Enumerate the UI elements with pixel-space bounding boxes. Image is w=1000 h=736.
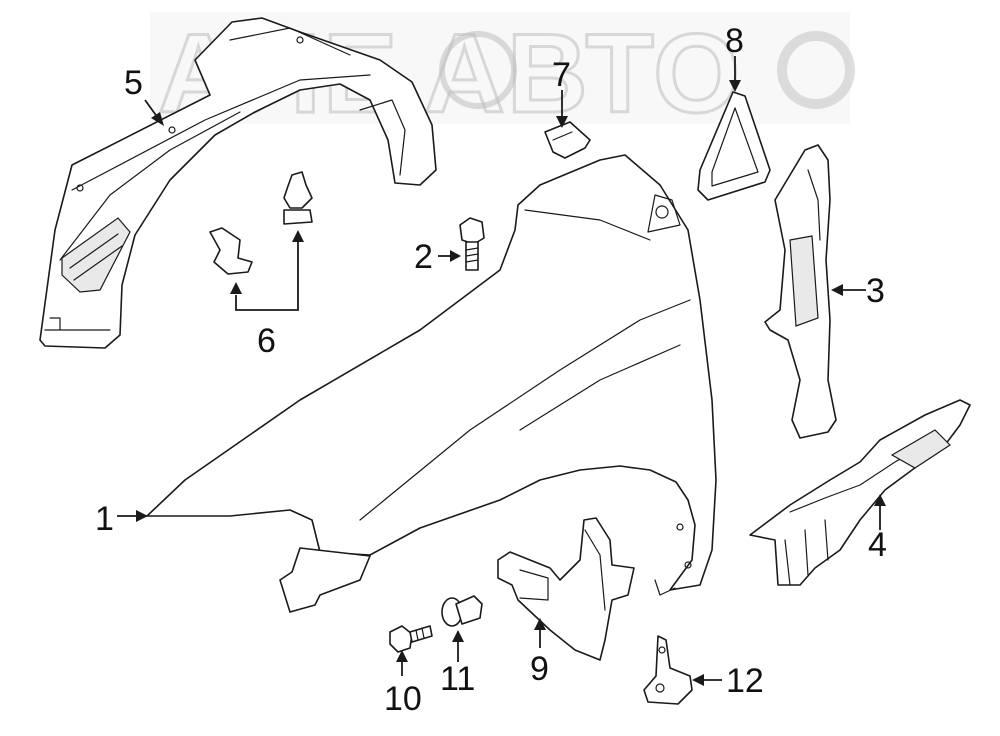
part-3-bracket bbox=[764, 144, 837, 439]
part-9-mudguard bbox=[497, 517, 635, 661]
part-11-clip bbox=[441, 595, 483, 627]
callout-2: 2 bbox=[414, 238, 433, 276]
leader-lines bbox=[117, 56, 886, 686]
callout-7: 7 bbox=[552, 56, 571, 94]
callout-4: 4 bbox=[868, 526, 887, 564]
callout-3: 3 bbox=[866, 272, 885, 310]
callout-11: 11 bbox=[440, 660, 475, 698]
callout-6: 6 bbox=[257, 322, 276, 360]
part-12-bracket bbox=[643, 635, 693, 705]
part-6-clips bbox=[209, 171, 313, 275]
callout-8: 8 bbox=[725, 22, 744, 60]
callout-5: 5 bbox=[124, 64, 143, 102]
part-1-front-fender bbox=[146, 154, 717, 613]
callout-9: 9 bbox=[530, 650, 549, 688]
callout-10: 10 bbox=[384, 680, 422, 718]
callout-labels: 1 2 3 4 5 6 7 8 9 10 11 12 bbox=[95, 22, 887, 718]
part-7-plug bbox=[544, 121, 591, 159]
part-8-trim bbox=[697, 91, 771, 201]
callout-12: 12 bbox=[726, 662, 764, 700]
callout-1: 1 bbox=[95, 500, 114, 538]
part-2-bolt bbox=[459, 217, 485, 271]
part-10-bolt bbox=[389, 625, 433, 653]
part-4-apron bbox=[749, 399, 971, 586]
part-5-fender-liner bbox=[39, 17, 437, 349]
